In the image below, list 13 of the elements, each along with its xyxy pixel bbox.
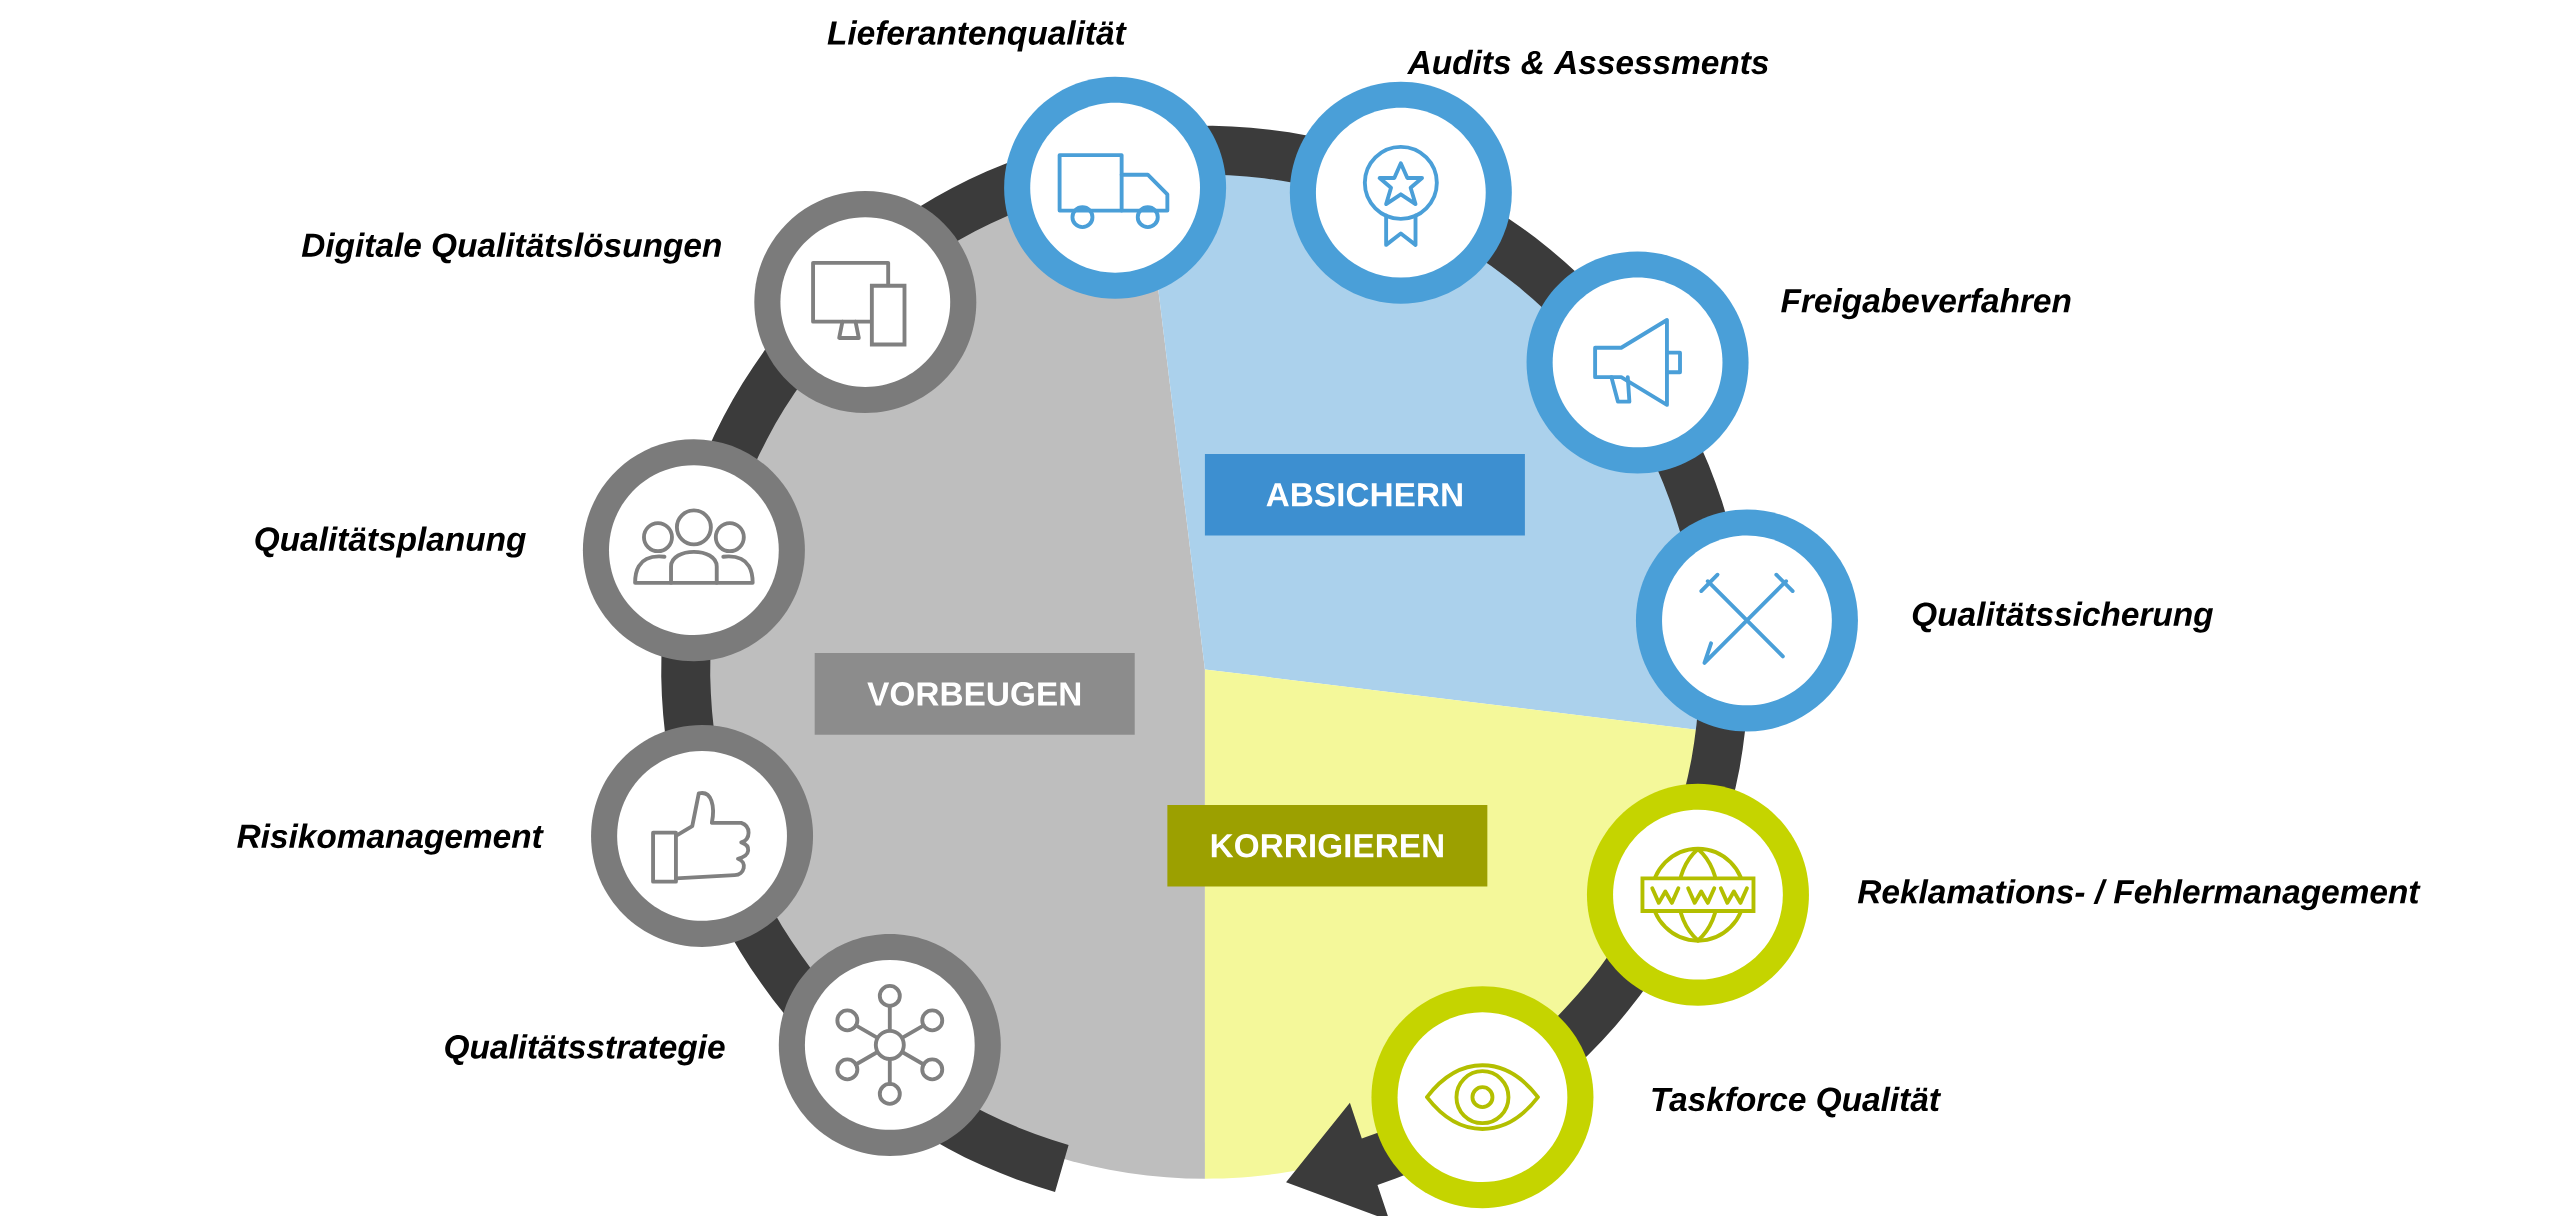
section-label: KORRIGIEREN (1167, 804, 1488, 887)
item-label: Audits & Assessments (1407, 49, 1769, 75)
section-label: ABSICHERN (1204, 453, 1525, 536)
item-label: Lieferantenqualität (827, 20, 1127, 52)
item-label: Qualitätsplanung (255, 526, 526, 558)
item-label: Qualitätsstrategie (445, 1034, 725, 1066)
item-label: Digitale Qualitätslösungen (301, 232, 721, 264)
item-label: Freigabeverfahren (1781, 287, 2071, 320)
section-label: VORBEUGEN (814, 652, 1135, 735)
item-label: Reklamations- / Fehlermanagement (1857, 878, 2421, 911)
item-label: Qualitätssicherung (1912, 601, 2214, 633)
item-label: Taskforce Qualität (1652, 1086, 1942, 1118)
item-label: Risikomanagement (237, 823, 544, 855)
